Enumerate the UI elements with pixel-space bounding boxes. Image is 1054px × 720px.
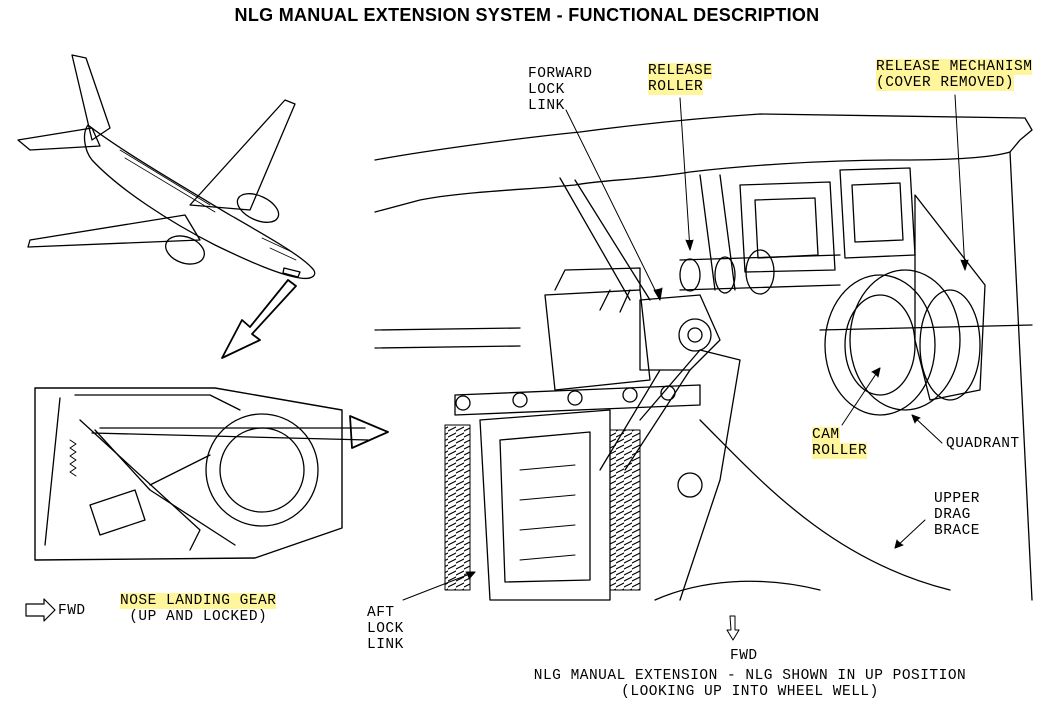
fwd-arrow-bottom bbox=[726, 615, 740, 641]
fwd-arrow-left bbox=[25, 598, 56, 622]
leader-lines bbox=[402, 94, 969, 601]
airplane-illustration bbox=[17, 54, 316, 280]
label-fwd-bottom: FWD bbox=[730, 648, 758, 664]
label-nose-landing-gear: NOSE LANDING GEAR(UP AND LOCKED) bbox=[120, 593, 277, 625]
label-release-mechanism: RELEASE MECHANISM(COVER REMOVED) bbox=[876, 59, 1033, 91]
wheel-well-detail bbox=[374, 113, 1033, 601]
detail-pointer-arrow bbox=[221, 279, 297, 359]
page-title: NLG MANUAL EXTENSION SYSTEM - FUNCTIONAL… bbox=[234, 5, 820, 25]
label-quadrant: QUADRANT bbox=[946, 436, 1020, 452]
label-fwd-left: FWD bbox=[58, 603, 86, 619]
nlg-inset bbox=[34, 387, 389, 561]
diagram-caption: NLG MANUAL EXTENSION - NLG SHOWN IN UP P… bbox=[533, 668, 967, 700]
